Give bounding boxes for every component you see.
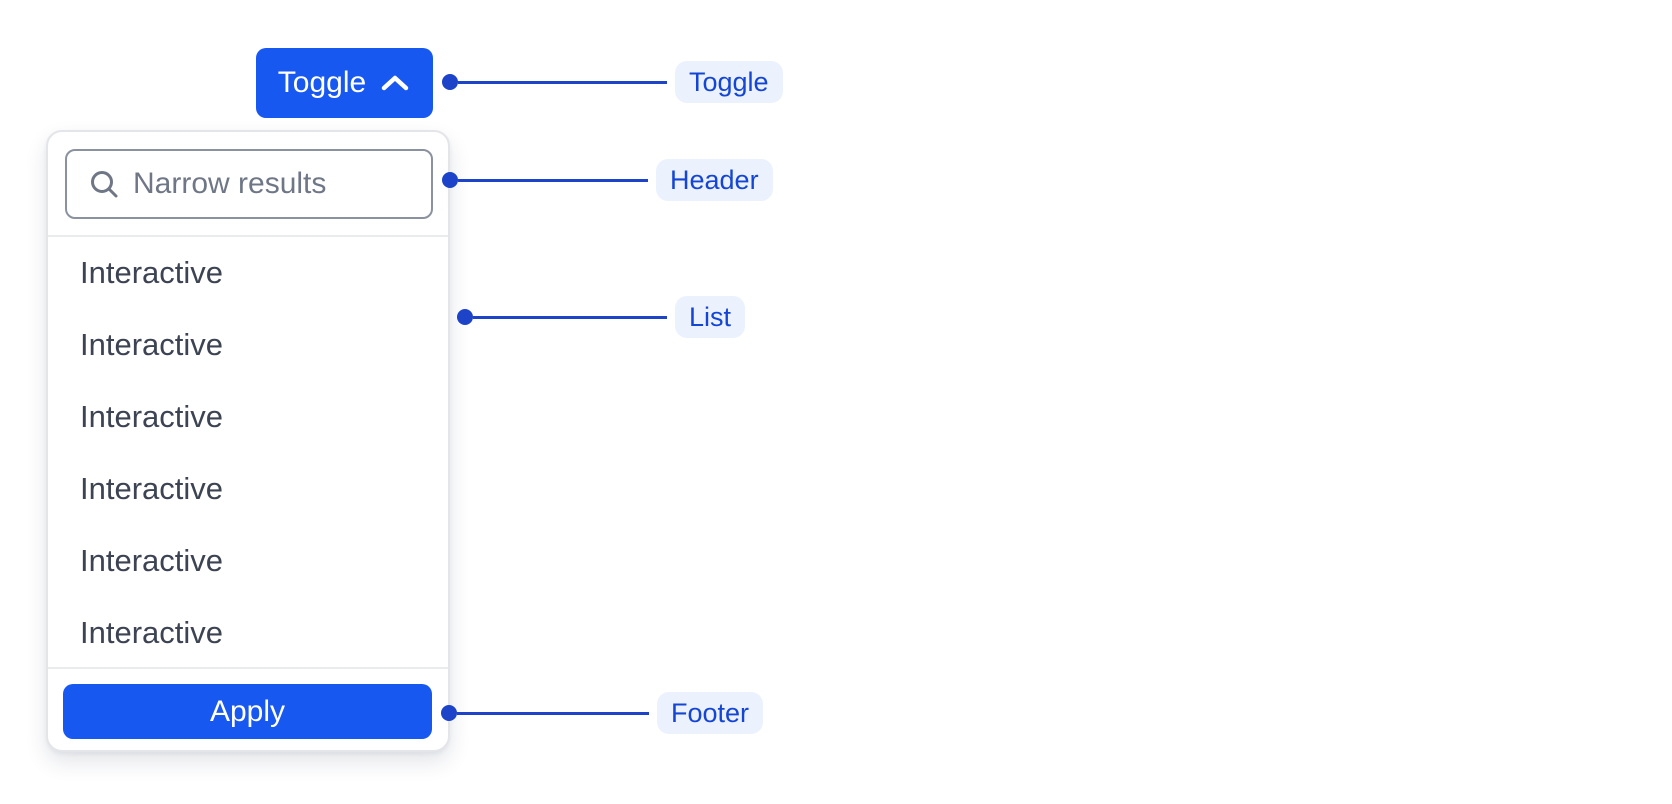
dropdown-panel: Interactive Interactive Interactive Inte… bbox=[46, 130, 450, 752]
annotation-label: Toggle bbox=[675, 61, 783, 103]
annotation-label: List bbox=[675, 296, 746, 338]
annotation-line bbox=[473, 315, 667, 319]
list-item[interactable]: Interactive bbox=[80, 255, 224, 290]
annotation-toggle: Toggle bbox=[442, 61, 783, 103]
annotation-list: List bbox=[457, 296, 746, 338]
search-box[interactable] bbox=[65, 149, 433, 219]
annotation-label: Footer bbox=[657, 692, 764, 734]
list-item[interactable]: Interactive bbox=[80, 327, 224, 362]
annotation-line bbox=[458, 80, 667, 84]
annotation-label: Header bbox=[656, 159, 773, 201]
annotation-header: Header bbox=[442, 159, 773, 201]
list-item[interactable]: Interactive bbox=[80, 399, 224, 434]
list-item[interactable]: Interactive bbox=[80, 615, 224, 650]
annotation-footer: Footer bbox=[441, 692, 764, 734]
search-input[interactable] bbox=[133, 151, 431, 217]
chevron-up-icon bbox=[381, 75, 409, 91]
annotation-dot bbox=[442, 172, 458, 188]
toggle-button-label: Toggle bbox=[277, 66, 367, 99]
annotation-line bbox=[458, 178, 648, 182]
toggle-button[interactable]: Toggle bbox=[256, 48, 433, 118]
annotation-line bbox=[457, 711, 649, 715]
dropdown-footer: Apply bbox=[48, 667, 448, 750]
dropdown-list: Interactive Interactive Interactive Inte… bbox=[48, 237, 448, 667]
annotation-dot bbox=[442, 74, 458, 90]
dropdown-header bbox=[48, 132, 448, 237]
list-item[interactable]: Interactive bbox=[80, 543, 224, 578]
search-icon bbox=[91, 171, 118, 198]
annotation-dot bbox=[457, 309, 473, 325]
apply-button[interactable]: Apply bbox=[63, 684, 432, 739]
annotation-dot bbox=[441, 705, 457, 721]
list-item[interactable]: Interactive bbox=[80, 471, 224, 506]
